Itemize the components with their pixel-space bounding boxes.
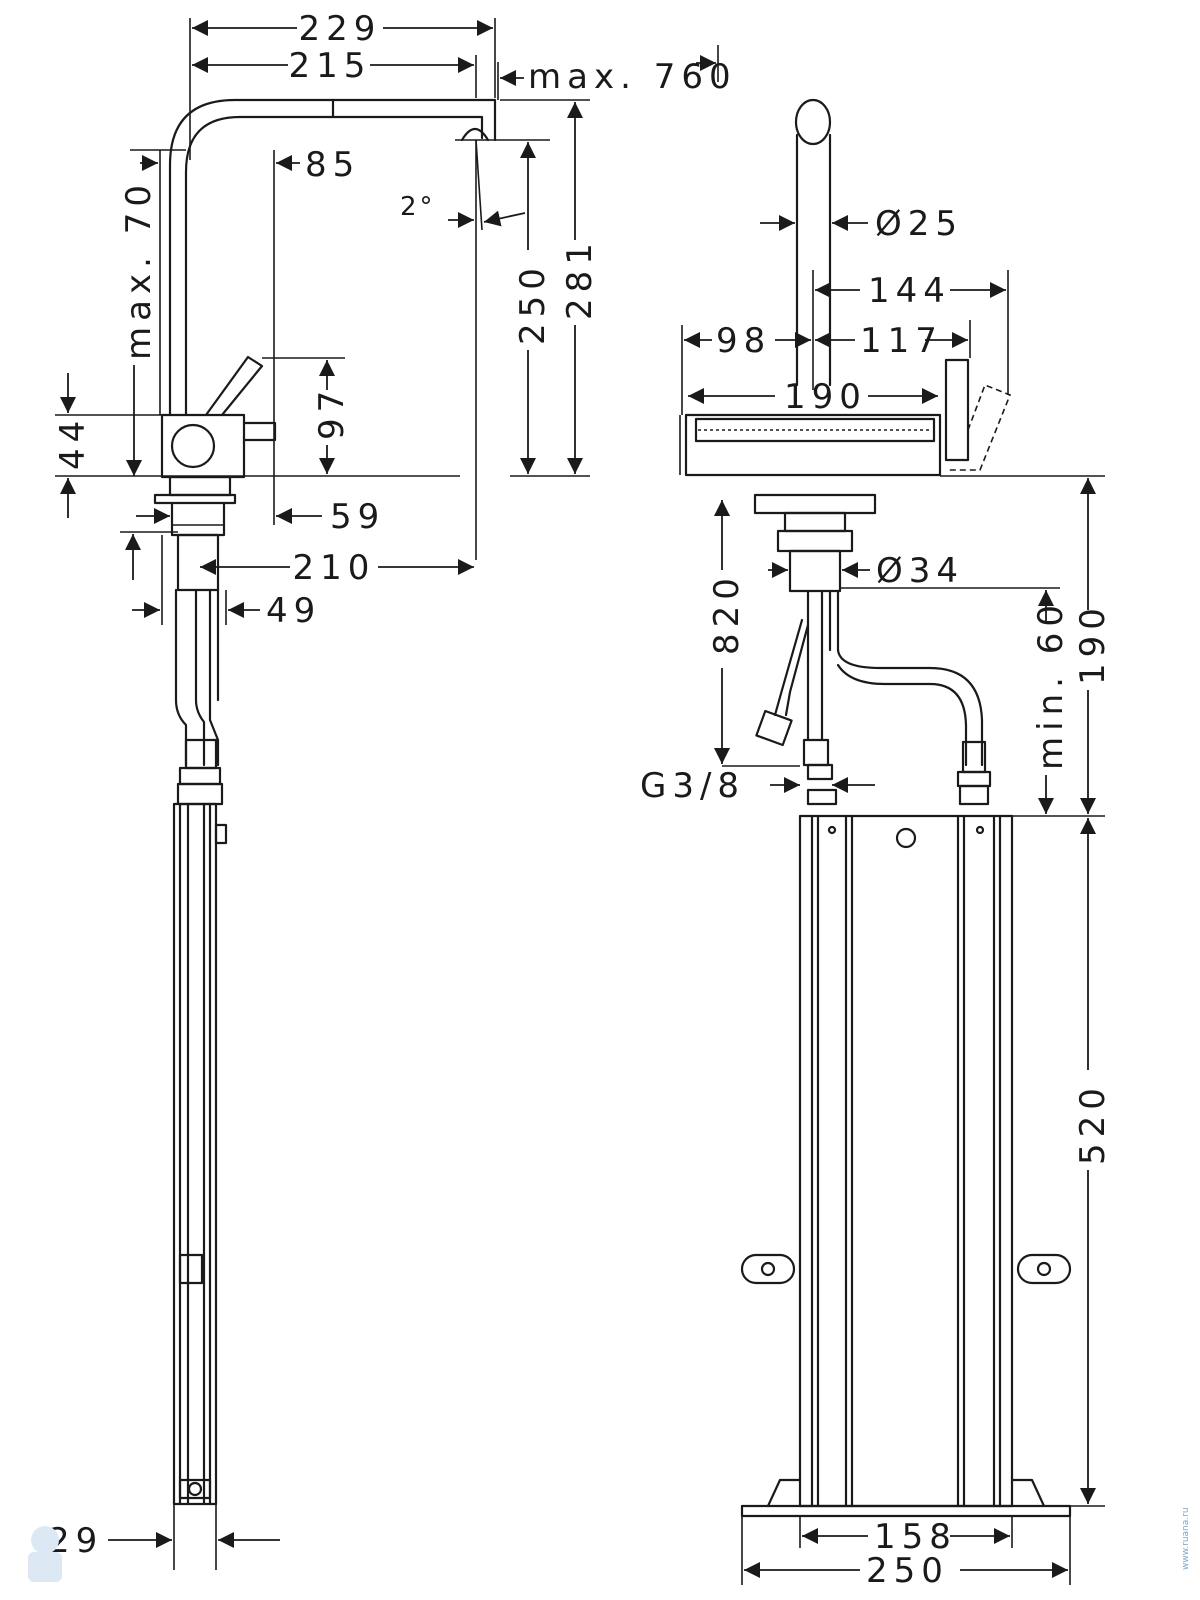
dim-117: 117 bbox=[860, 321, 943, 361]
dim-250-bottom: 250 bbox=[866, 1551, 949, 1591]
dim-max-760: max. 760 bbox=[528, 57, 737, 97]
dim-dia-25: Ø25 bbox=[875, 204, 963, 244]
dim-190-top: 190 bbox=[784, 377, 867, 417]
dim-49: 49 bbox=[266, 591, 321, 631]
watermark-text: www.ruana.ru bbox=[1181, 1507, 1191, 1570]
watermark: www.ruana.ru bbox=[28, 1507, 1191, 1582]
dim-2-degree: 2° bbox=[400, 192, 436, 222]
side-view-dimensions: 229 215 max. 760 85 max. 70 2° 250 bbox=[48, 9, 737, 1570]
side-view-faucet bbox=[153, 98, 510, 1506]
dim-98: 98 bbox=[716, 321, 771, 361]
dim-210: 210 bbox=[293, 548, 376, 588]
dim-229: 229 bbox=[299, 9, 382, 49]
front-view-faucet bbox=[679, 98, 1072, 1518]
front-view-dimensions: Ø25 144 98 117 190 Ø34 820 min. 60 bbox=[640, 204, 1113, 1591]
dim-85: 85 bbox=[305, 145, 360, 185]
dim-59: 59 bbox=[330, 497, 385, 537]
dim-190-side: 190 bbox=[1073, 602, 1113, 685]
dim-g3-8: G3/8 bbox=[640, 766, 745, 806]
dim-97: 97 bbox=[312, 385, 352, 440]
dim-144: 144 bbox=[868, 271, 951, 311]
dim-250: 250 bbox=[513, 262, 553, 345]
dim-max-70: max. 70 bbox=[119, 179, 159, 360]
dim-215: 215 bbox=[289, 46, 372, 86]
dim-520: 520 bbox=[1073, 1082, 1113, 1165]
dim-158: 158 bbox=[874, 1517, 957, 1557]
dim-dia-34: Ø34 bbox=[876, 551, 964, 591]
dim-min-60: min. 60 bbox=[1031, 599, 1071, 770]
dim-281: 281 bbox=[560, 237, 600, 320]
dim-44: 44 bbox=[53, 415, 93, 470]
dim-820: 820 bbox=[707, 572, 747, 655]
